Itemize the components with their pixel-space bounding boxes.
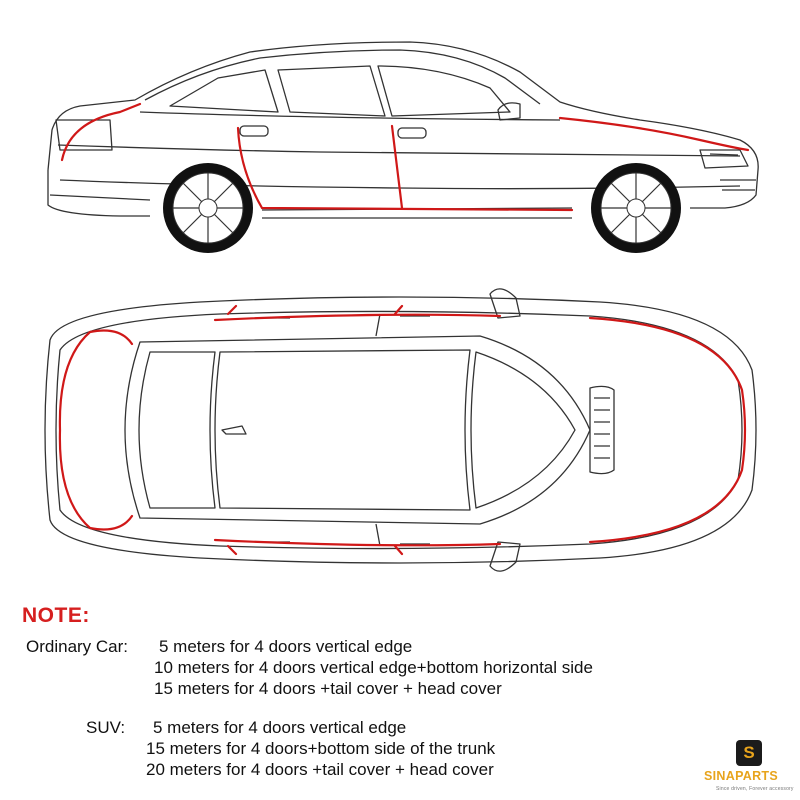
ordinary-line-2: 10 meters for 4 doors vertical edge+bott… (154, 658, 593, 677)
suv-line-1: 5 meters for 4 doors vertical edge (153, 718, 407, 737)
ordinary-car-label: Ordinary Car: (26, 637, 129, 656)
suv-line-3: 20 meters for 4 doors +tail cover + head… (146, 760, 494, 779)
brand-logo: S SINAPARTS Since driven, Forever access… (700, 738, 800, 800)
ordinary-line-1: 5 meters for 4 doors vertical edge (159, 637, 413, 656)
ordinary-line-3: 15 meters for 4 doors +tail cover + head… (154, 679, 502, 698)
car-side-view-diagram (47, 41, 759, 253)
suv-label: SUV: (86, 718, 126, 737)
logo-tagline: Since driven, Forever accessory (716, 786, 794, 792)
logo-badge-icon: S (736, 740, 762, 766)
note-title: NOTE: (22, 604, 90, 627)
car-top-view-diagram (44, 288, 757, 572)
suv-line-2: 15 meters for 4 doors+bottom side of the… (146, 739, 496, 758)
logo-name: SINAPARTS (704, 769, 779, 783)
